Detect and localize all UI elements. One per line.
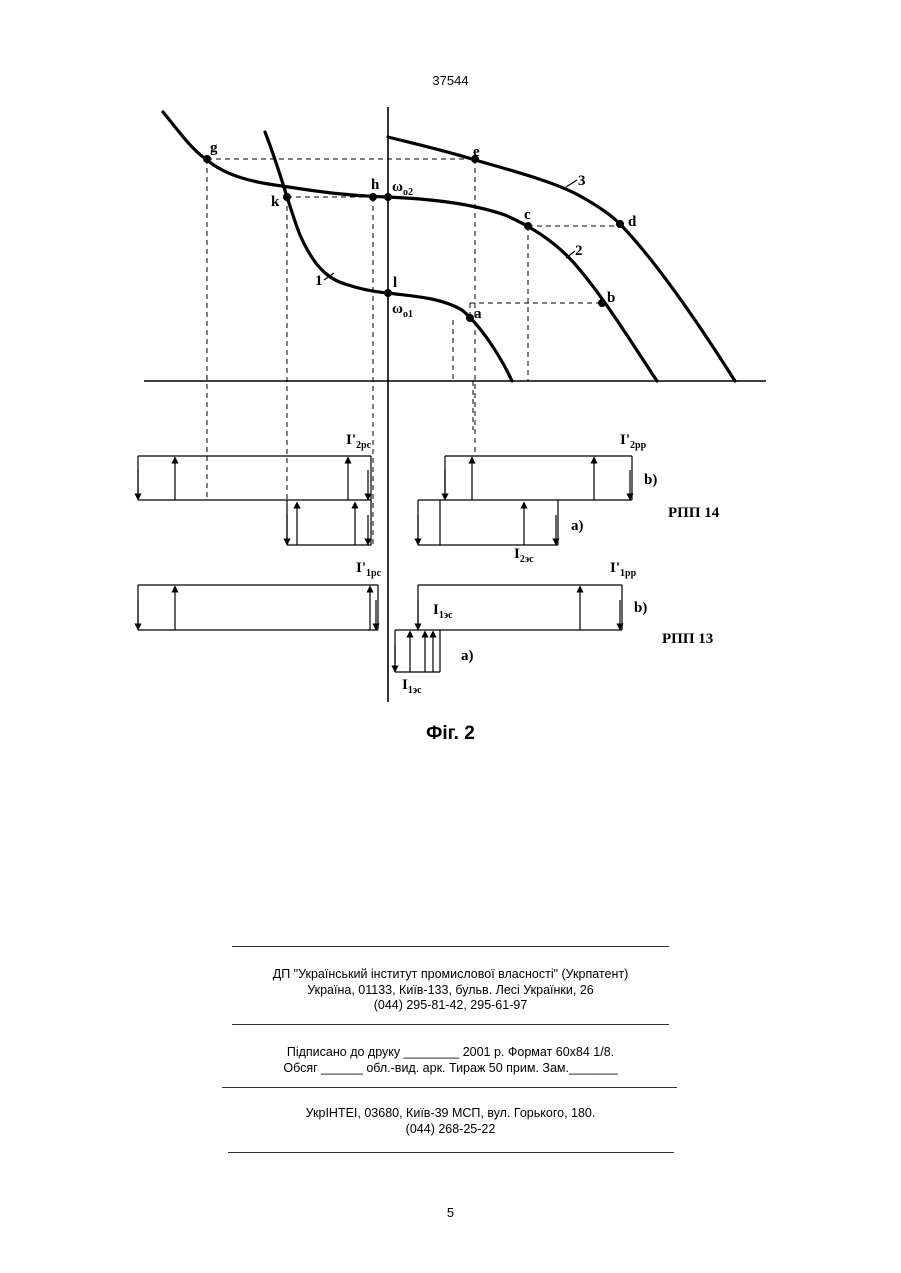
curve-label-2: 2 xyxy=(575,243,583,259)
rpp14-variant-b: b) xyxy=(644,472,657,488)
page-number: 5 xyxy=(0,1205,901,1220)
imprint-printer-phone: (044) 268-25-22 xyxy=(0,1121,901,1137)
divider xyxy=(228,1152,674,1153)
rpp14-right-a-block xyxy=(418,500,558,545)
rpp14-left-b-block xyxy=(138,456,371,500)
projection-lines xyxy=(207,159,620,545)
imprint-printer: УкрІНТЕІ, 03680, Київ-39 МСП, вул. Горьк… xyxy=(0,1105,901,1121)
divider xyxy=(232,1024,669,1025)
point-label-b: b xyxy=(607,290,615,306)
point-label-h: h xyxy=(371,177,380,193)
rpp14-right-b-block xyxy=(445,456,632,500)
curve-label-1: 1 xyxy=(315,273,323,289)
point-label-d: d xyxy=(628,214,637,230)
rpp14-variant-a: a) xyxy=(571,518,584,534)
omega-01-label: ωo1 xyxy=(392,301,413,320)
rpp14-label: РПП 14 xyxy=(668,505,720,521)
label-i2pp: I'2pp xyxy=(620,432,647,451)
point-label-a: a xyxy=(474,306,482,322)
imprint-org: ДП "Український інститут промислової вла… xyxy=(0,966,901,982)
curve-g-h xyxy=(163,112,657,381)
point-label-c: c xyxy=(524,207,531,223)
point-label-l: l xyxy=(393,275,397,291)
point-label-e: e xyxy=(473,144,480,160)
rpp13-label: РПП 13 xyxy=(662,631,713,647)
imprint-phone: (044) 295-81-42, 295-61-97 xyxy=(0,997,901,1013)
label-i1ec-upper: I1эс xyxy=(433,602,453,621)
point-label-g: g xyxy=(210,140,218,156)
rpp14-left-a-block xyxy=(287,500,371,545)
curve-label-3: 3 xyxy=(578,173,586,189)
label-i2pc: I'2pc xyxy=(346,432,372,451)
rpp13-variant-a: a) xyxy=(461,648,474,664)
divider xyxy=(232,946,669,947)
imprint-volume: Обсяг ______ обл.-вид. арк. Тираж 50 при… xyxy=(0,1060,901,1076)
divider xyxy=(222,1087,677,1088)
rpp13-variant-b: b) xyxy=(634,600,647,616)
label-i1pc: I'1pc xyxy=(356,560,382,579)
imprint-signed: Підписано до друку ________ 2001 р. Форм… xyxy=(0,1044,901,1060)
rpp13-right-a-block xyxy=(395,630,440,672)
label-i2ec: I2эс xyxy=(514,546,534,565)
point-label-k: k xyxy=(271,194,280,210)
omega-02-label: ωo2 xyxy=(392,179,413,198)
imprint-address: Україна, 01133, Київ-133, бульв. Лесі Ук… xyxy=(0,982,901,998)
rpp13-left-block xyxy=(138,585,378,630)
speed-current-diagram: g e h k c d l b a ωo2 ωo1 1 2 3 I'2pc xyxy=(0,0,901,760)
curve-3 xyxy=(388,137,735,381)
rpp13-right-b-block xyxy=(418,585,622,630)
figure-caption: Фіг. 2 xyxy=(0,723,901,745)
label-i1ec-lower: I1эс xyxy=(402,677,422,696)
label-i1pp: I'1pp xyxy=(610,560,637,579)
